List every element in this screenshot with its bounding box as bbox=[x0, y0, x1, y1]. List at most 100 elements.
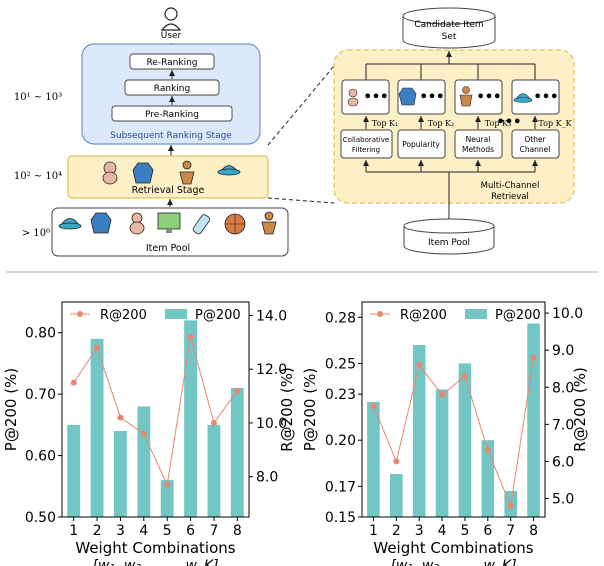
x-tick-label: 7 bbox=[209, 523, 218, 539]
y-tick-label-right: 12.0 bbox=[256, 362, 287, 378]
channel-label: Popularity bbox=[402, 140, 440, 149]
r200-point bbox=[117, 414, 124, 421]
chart-right: 0.150.170.200.230.250.285.06.07.08.09.01… bbox=[301, 301, 589, 566]
y-tick-label-left: 0.15 bbox=[325, 510, 356, 526]
legend-point-marker bbox=[377, 311, 383, 317]
legend-bar-marker bbox=[165, 309, 187, 319]
y-tick-label-left: 0.20 bbox=[325, 433, 356, 449]
bar bbox=[90, 338, 104, 517]
legend-point-marker bbox=[77, 311, 83, 317]
x-tick-label: 5 bbox=[163, 523, 172, 539]
teddy-bear-icon bbox=[129, 212, 145, 235]
y-tick-label-left: 0.25 bbox=[325, 356, 356, 372]
channel-result-4: ••• bbox=[511, 79, 560, 115]
x-tick-label: 2 bbox=[392, 523, 401, 539]
prerank-label: Pre-Ranking bbox=[145, 110, 199, 120]
zoom-connector-bottom bbox=[267, 197, 335, 204]
channel-ellipsis: ••• bbox=[497, 115, 522, 130]
channel-label: Other bbox=[524, 135, 546, 144]
rerank-label: Re-Ranking bbox=[146, 58, 197, 68]
bar bbox=[184, 320, 197, 517]
channel-result-3: ••• bbox=[454, 79, 503, 115]
legend-bar-marker bbox=[465, 309, 487, 319]
candidate-label-2: Set bbox=[442, 32, 457, 42]
candidate-set-db: Candidate Item Set bbox=[402, 7, 496, 49]
x-tick-label: 4 bbox=[438, 523, 447, 539]
gingerbread-icon bbox=[462, 86, 470, 94]
topk-label-2: Top K₂ bbox=[428, 119, 454, 128]
ellipsis-dots: ••• bbox=[364, 90, 389, 105]
x-tick-label: 3 bbox=[415, 523, 424, 539]
bar bbox=[160, 480, 174, 517]
rank-label: Ranking bbox=[154, 84, 190, 94]
scale-label-retrieval: 10² ~ 10⁴ bbox=[14, 171, 62, 182]
legend-label: R@200 bbox=[100, 308, 147, 323]
bar bbox=[137, 406, 151, 517]
r200-point bbox=[140, 430, 147, 437]
plot-frame bbox=[361, 301, 546, 518]
rank-stage bbox=[124, 79, 220, 96]
bar bbox=[207, 424, 221, 517]
channel-other: Other Channel bbox=[511, 129, 560, 159]
x-axis-sublabel: [w₁, w₂, . . . , w_K] bbox=[92, 558, 218, 566]
x-tick-label: 8 bbox=[529, 523, 538, 539]
channel-result-2: ••• bbox=[397, 79, 446, 115]
rerank-stage bbox=[129, 53, 215, 70]
channel-label: Collaborative bbox=[343, 136, 389, 144]
retrieval-stage-label: Retrieval Stage bbox=[132, 185, 205, 196]
bar bbox=[527, 323, 540, 517]
user-node: User bbox=[161, 7, 182, 41]
channel-collaborative-filtering: Collaborative Filtering bbox=[340, 129, 393, 159]
ellipsis-dots: ••• bbox=[477, 90, 502, 105]
multichannel-label-2: Retrieval bbox=[491, 192, 529, 202]
prerank-stage bbox=[111, 105, 233, 122]
channel-label: Filtering bbox=[352, 146, 380, 154]
x-tick-label: 1 bbox=[369, 523, 378, 539]
r200-point bbox=[187, 333, 194, 340]
jacket-icon bbox=[398, 87, 417, 106]
x-axis-label: Weight Combinations bbox=[373, 539, 533, 557]
r200-point bbox=[439, 391, 446, 398]
r200-point bbox=[393, 458, 400, 465]
r200-line bbox=[73, 336, 238, 487]
channel-label: Methods bbox=[462, 145, 494, 154]
zoom-connector-top bbox=[267, 65, 335, 146]
user-label: User bbox=[161, 31, 182, 41]
gingerbread-icon bbox=[261, 211, 277, 235]
topk-label-1: Top K₁ bbox=[372, 119, 398, 128]
legend-label: R@200 bbox=[400, 308, 447, 323]
x-tick-label: 2 bbox=[93, 523, 102, 539]
topk-label-3: Top K₃ bbox=[485, 119, 511, 128]
hat-icon bbox=[58, 218, 82, 230]
jacket-icon bbox=[90, 212, 112, 234]
y-tick-label-left: 0.28 bbox=[325, 310, 356, 326]
multichannel-label-1: Multi-Channel bbox=[481, 181, 540, 191]
teddy-bear-icon bbox=[102, 161, 118, 185]
r200-point bbox=[530, 354, 537, 361]
y-tick-label-left: 0.23 bbox=[325, 387, 356, 403]
legend-label: P@200 bbox=[495, 308, 541, 323]
r200-line bbox=[372, 357, 535, 508]
scale-label-ranking: 10¹ ~ 10³ bbox=[14, 92, 62, 103]
item-pool-db: Item Pool bbox=[403, 218, 495, 255]
r200-point bbox=[94, 344, 101, 351]
x-tick-label: 7 bbox=[506, 523, 515, 539]
r200-point bbox=[507, 502, 514, 509]
y-tick-label-right: 10.0 bbox=[256, 416, 287, 432]
channel-neural-methods: Neural Methods bbox=[454, 129, 503, 159]
jacket-icon bbox=[132, 162, 154, 184]
x-tick-label: 4 bbox=[139, 523, 148, 539]
y-tick-label-right: 7.0 bbox=[552, 417, 574, 433]
bar bbox=[390, 474, 403, 517]
x-tick-label: 8 bbox=[233, 523, 242, 539]
r200-point bbox=[484, 447, 491, 454]
legend-label: P@200 bbox=[195, 308, 241, 323]
r200-point bbox=[164, 481, 171, 488]
y-axis-label-left: P@200 (%) bbox=[301, 368, 319, 451]
bar bbox=[412, 345, 426, 517]
channel-popularity: Popularity bbox=[397, 129, 446, 159]
ellipsis-dots: ••• bbox=[420, 90, 445, 105]
scale-label-pool: > 10⁶ bbox=[22, 228, 50, 239]
